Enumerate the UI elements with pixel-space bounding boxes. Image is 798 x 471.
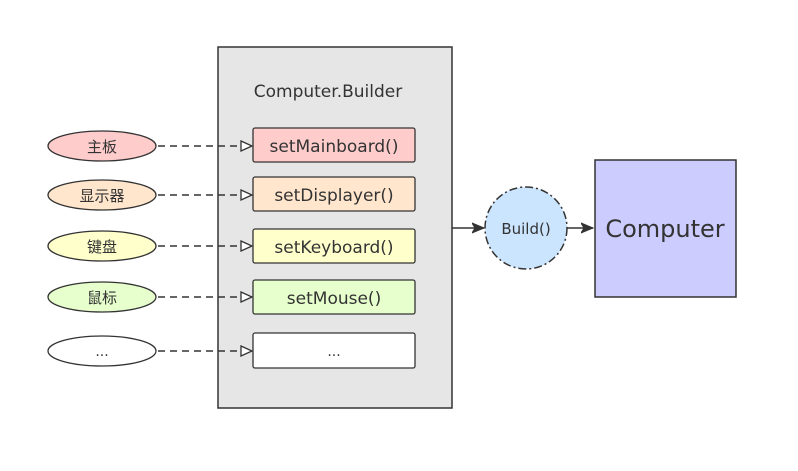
input-label: ... [95, 344, 108, 360]
method-box [252, 176, 416, 212]
computer-box [594, 159, 737, 298]
input-row-keyboard: 键盘 setKeyboard() [47, 228, 416, 264]
input-ellipse [47, 130, 157, 162]
method-box [252, 332, 416, 369]
input-ellipse [47, 281, 157, 313]
input-label: 主板 [87, 138, 117, 156]
method-label: setMouse() [287, 289, 381, 309]
input-ellipse [47, 230, 157, 262]
builder-title: Computer.Builder [254, 82, 402, 102]
input-row-mouse: 鼠标 setMouse() [47, 279, 416, 315]
input-label: 键盘 [87, 238, 117, 256]
input-row-displayer: 显示器 setDisplayer() [47, 176, 416, 212]
method-box [252, 228, 416, 264]
input-row-ellipsis: ... ... [47, 332, 416, 369]
input-ellipse [47, 179, 157, 211]
build-label: Build() [501, 220, 550, 238]
input-ellipse [47, 335, 157, 367]
input-label: 显示器 [79, 187, 124, 205]
method-label: ... [327, 344, 340, 360]
method-label: setMainboard() [270, 137, 399, 157]
method-box [252, 127, 416, 163]
input-label: 鼠标 [87, 289, 117, 307]
input-row-mainboard: 主板 setMainboard() [47, 127, 416, 163]
method-box [252, 279, 416, 315]
computer-label: Computer [605, 215, 724, 243]
method-label: setDisplayer() [274, 186, 393, 206]
method-label: setKeyboard() [274, 238, 393, 258]
